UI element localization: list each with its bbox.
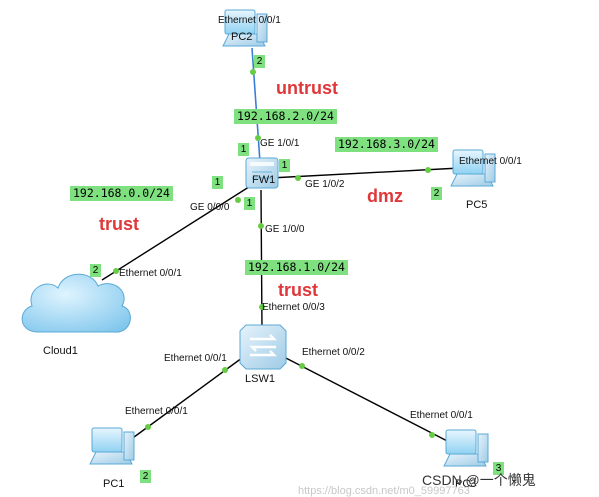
iface-fw-ge000: GE 0/0/0 [190,202,230,213]
zone-untrust: untrust [276,78,338,98]
device-pc1: PC1 [103,478,125,490]
iface-fw-ge100: GE 1/0/0 [265,224,305,235]
pc2-icon[interactable] [222,9,268,47]
cloud-icon[interactable] [21,273,131,333]
device-pc2: PC2 [231,31,253,43]
badge-fw-right: 1 [279,159,290,172]
badge-pc5: 2 [431,187,442,200]
iface-pc2-eth: Ethernet 0/0/1 [218,15,281,26]
badge-fw-bottom: 1 [244,197,255,210]
badge-pc2: 2 [254,55,265,68]
iface-fw-ge102: GE 1/0/2 [305,179,345,190]
pc1-icon[interactable] [89,427,135,465]
port-dots [113,69,435,438]
device-pc5: PC5 [466,199,488,211]
iface-pc1-eth: Ethernet 0/0/1 [125,406,188,417]
iface-sw-eth002: Ethernet 0/0/2 [302,347,365,358]
iface-pc3-eth: Ethernet 0/0/1 [410,410,473,421]
firewall-icon[interactable] [245,157,279,189]
subnet-192-168-2: 192.168.2.0/24 [234,109,337,124]
iface-fw-ge101: GE 1/0/1 [260,138,300,149]
subnet-192-168-3: 192.168.3.0/24 [335,137,438,152]
device-pc3: PC3 [455,478,477,490]
badge-fw-left: 1 [212,176,223,189]
pc3-icon[interactable] [443,429,489,467]
link-pc2-fw1 [251,47,261,163]
iface-cloud-eth: Ethernet 0/0/1 [119,268,182,279]
iface-sw-eth003: Ethernet 0/0/3 [262,302,325,313]
zone-trust-left: trust [99,214,139,234]
badge-pc3: 3 [493,462,504,475]
iface-sw-eth001: Ethernet 0/0/1 [164,353,227,364]
link-fw1-cloud1 [101,184,253,281]
device-fw1: FW1 [252,174,276,186]
link-lsw1-pc3 [279,354,456,446]
badge-pc1: 2 [140,470,151,483]
iface-pc5-eth: Ethernet 0/0/1 [459,156,522,167]
device-lsw1: LSW1 [245,373,275,385]
subnet-192-168-1: 192.168.1.0/24 [245,260,348,275]
watermark-url: https://blog.csdn.net/m0_59997763 [298,485,470,497]
switch-icon[interactable] [239,324,287,370]
zone-dmz: dmz [367,186,403,206]
watermark-csdn: CSDN @一个懒鬼 [422,472,536,488]
badge-fw-top: 1 [238,143,249,156]
pc5-icon[interactable] [450,149,496,187]
zone-trust-center: trust [278,280,318,300]
subnet-192-168-0: 192.168.0.0/24 [70,186,173,201]
device-cloud1: Cloud1 [43,345,78,357]
badge-cloud: 2 [90,264,101,277]
